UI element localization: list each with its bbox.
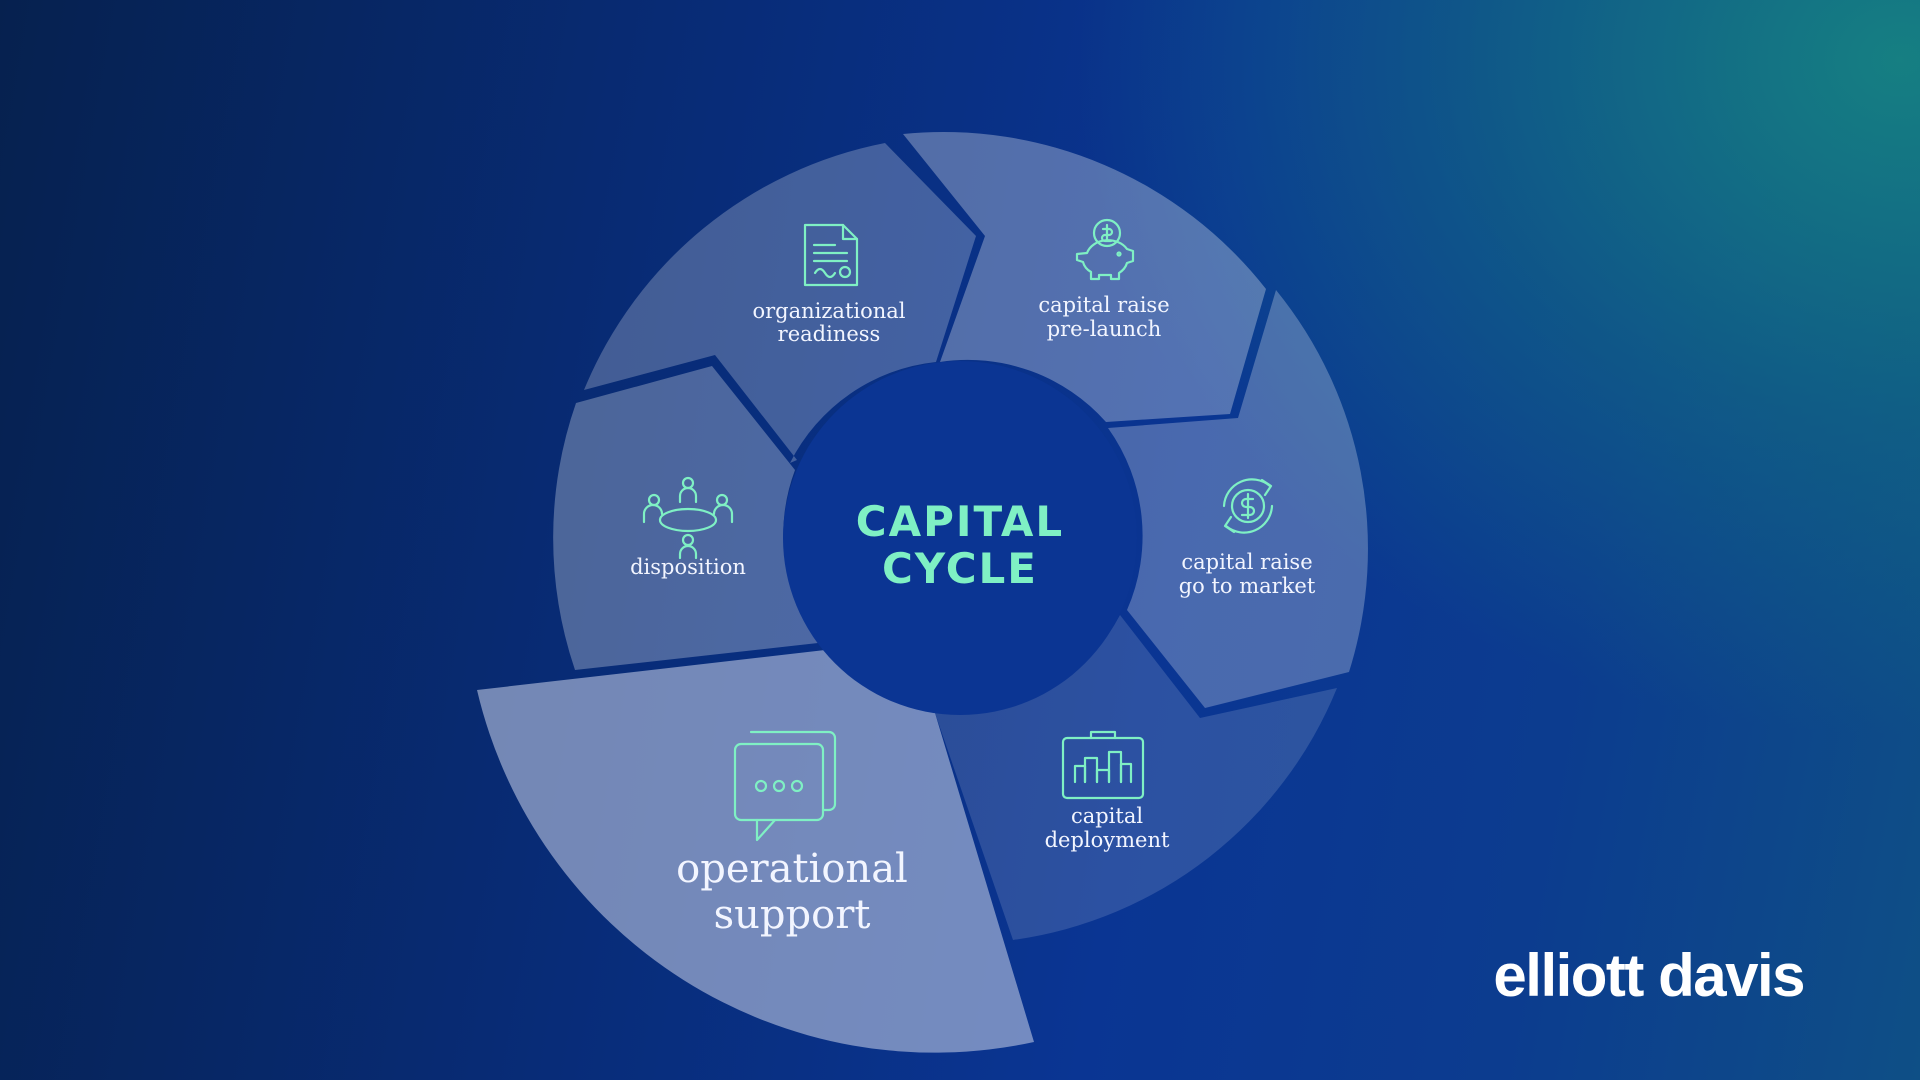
dollar-cycle-icon <box>1222 478 1274 534</box>
segment-organizational-readiness[interactable] <box>584 143 976 463</box>
label-disposition: disposition <box>630 555 746 579</box>
segment-capital-deployment[interactable] <box>935 615 1337 940</box>
piggy-bank-icon <box>1075 218 1135 281</box>
segment-operational-support[interactable] <box>477 650 1034 1053</box>
briefcase-chart-icon <box>1061 730 1145 800</box>
chat-bubbles-icon <box>733 730 837 842</box>
center-title-line1: CAPITAL <box>856 497 1064 546</box>
label-capital-raise-go-to-market-line2: go to market <box>1179 574 1316 598</box>
label-organizational-readiness-line2: readiness <box>778 322 881 346</box>
brand-logo-text: elliott davis <box>1493 942 1804 1009</box>
label-organizational-readiness-line1: organizational <box>752 299 905 323</box>
segment-capital-raise-pre-launch[interactable] <box>903 132 1266 422</box>
center-title-line2: CYCLE <box>882 544 1038 593</box>
label-capital-raise-go-to-market-line1: capital raise <box>1181 550 1312 574</box>
label-operational-support-line2: support <box>714 892 871 938</box>
segment-capital-raise-go-to-market[interactable] <box>1108 290 1368 708</box>
center-circle <box>783 361 1137 715</box>
label-capital-deployment-line2: deployment <box>1045 828 1170 852</box>
label-capital-raise-pre-launch-line1: capital raise <box>1038 293 1169 317</box>
document-icon <box>803 223 859 287</box>
label-capital-deployment-line1: capital <box>1071 804 1143 828</box>
label-capital-raise-pre-launch-line2: pre-launch <box>1047 317 1162 341</box>
segment-disposition[interactable] <box>553 366 818 670</box>
label-operational-support-line1: operational <box>676 846 908 892</box>
meeting-table-icon <box>642 476 734 560</box>
